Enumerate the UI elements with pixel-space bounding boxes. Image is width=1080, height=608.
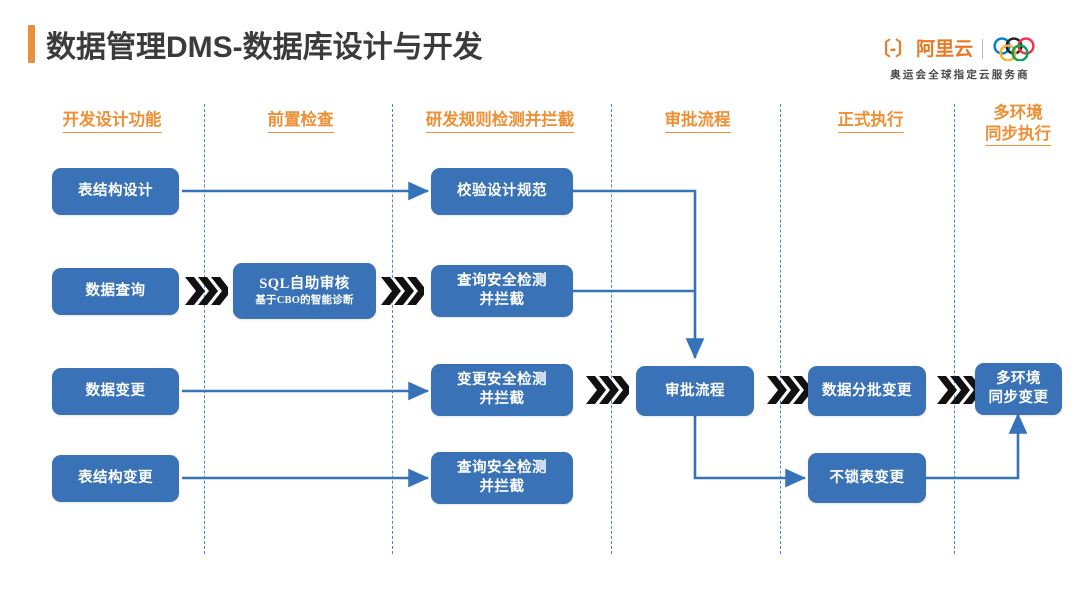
node-multi-env-change[interactable]: 多环境 同步变更 bbox=[975, 363, 1062, 415]
node-table-design[interactable]: 表结构设计 bbox=[52, 168, 179, 215]
node-no-lock-change[interactable]: 不锁表变更 bbox=[808, 453, 926, 503]
column-header-multi-env-sync: 多环境 同步执行 bbox=[966, 103, 1070, 147]
logo-tagline: 奥运会全球指定云服务商 bbox=[890, 69, 1030, 81]
node-schema-change[interactable]: 表结构变更 bbox=[52, 455, 179, 502]
alibaba-cloud-name: 阿里云 bbox=[916, 38, 974, 60]
alibaba-cloud-mark-icon: 〔-〕 bbox=[871, 38, 914, 60]
node-verify-spec[interactable]: 校验设计规范 bbox=[431, 168, 573, 215]
node-sql-audit[interactable]: SQL自助审核 基于CBO的智能诊断 bbox=[233, 263, 376, 319]
olympic-rings-icon bbox=[992, 37, 1048, 61]
node-change-safe[interactable]: 变更安全检测 并拦截 bbox=[431, 364, 573, 416]
chevron-arrow-icon-to-multi-env bbox=[936, 373, 980, 407]
column-header-rule-detect: 研发规则检测并拦截 bbox=[400, 110, 600, 133]
column-divider-2 bbox=[392, 104, 393, 554]
chevron-arrow-icon-to-approval bbox=[585, 373, 629, 407]
column-divider-1 bbox=[204, 104, 205, 554]
node-data-query[interactable]: 数据查询 bbox=[52, 268, 179, 315]
column-header-formal-exec: 正式执行 bbox=[793, 110, 948, 133]
node-approval-flow[interactable]: 审批流程 bbox=[636, 366, 754, 416]
title-text: 数据管理DMS-数据库设计与开发 bbox=[46, 31, 483, 64]
logo-divider bbox=[982, 39, 984, 59]
column-divider-5 bbox=[954, 104, 955, 554]
title-accent-bar bbox=[28, 25, 35, 63]
node-batch-change[interactable]: 数据分批变更 bbox=[808, 366, 926, 416]
node-data-change[interactable]: 数据变更 bbox=[52, 368, 179, 415]
column-divider-4 bbox=[780, 104, 781, 554]
page-title: 数据管理DMS-数据库设计与开发 bbox=[28, 22, 483, 66]
node-query-safe-1[interactable]: 查询安全检测 并拦截 bbox=[431, 265, 573, 317]
chevron-arrow-icon-pre-check-out bbox=[380, 274, 424, 308]
brand-logo: 〔-〕 阿里云 奥运会全球指定云服务商 bbox=[862, 36, 1058, 82]
alibaba-cloud-logo: 〔-〕 阿里云 bbox=[872, 40, 973, 59]
column-header-pre-check: 前置检查 bbox=[218, 110, 383, 133]
chevron-arrow-icon-pre-check-in bbox=[184, 274, 228, 308]
node-query-safe-2[interactable]: 查询安全检测 并拦截 bbox=[431, 452, 573, 504]
column-divider-3 bbox=[611, 104, 612, 554]
column-header-approval: 审批流程 bbox=[620, 110, 775, 133]
chevron-arrow-icon-to-batch bbox=[766, 373, 810, 407]
column-header-dev-design: 开发设计功能 bbox=[32, 110, 192, 133]
